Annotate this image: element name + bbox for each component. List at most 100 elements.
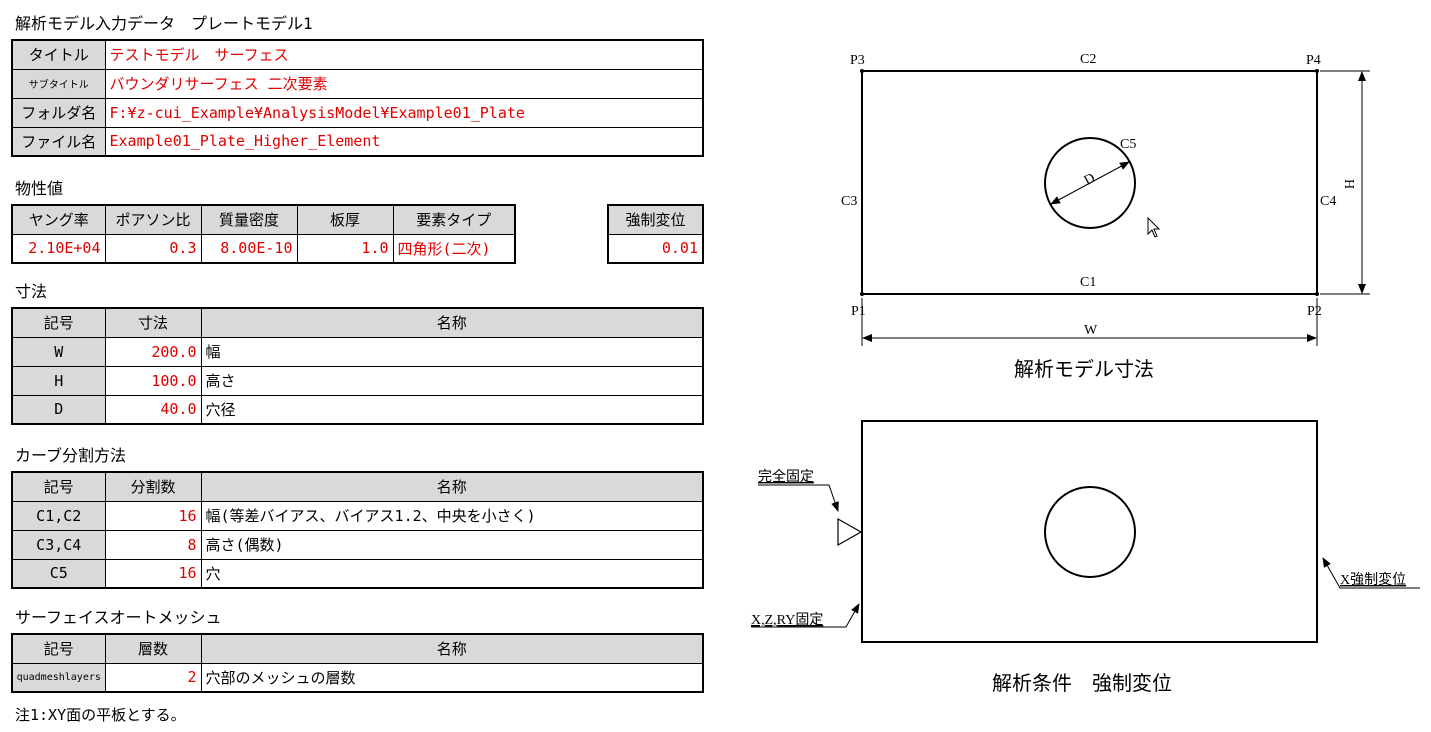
table-row: 0.01 <box>607 233 704 264</box>
column-header: 記号 <box>11 307 106 338</box>
table-row: 記号 層数 名称 <box>11 633 704 664</box>
value-cell: 四角形(二次) <box>392 233 516 264</box>
table-row: 2.10E+04 0.3 8.00E-10 1.0 四角形(二次) <box>11 233 516 264</box>
table-row: 記号 寸法 名称 <box>11 307 704 338</box>
section-title-props: 物性値 <box>15 179 64 198</box>
column-header: 名称 <box>200 471 704 502</box>
table-row: フォルダ名 F:¥z-cui_Example¥AnalysisModel¥Exa… <box>11 97 704 128</box>
value-cell: 8 <box>104 529 202 560</box>
info-label: ファイル名 <box>11 126 106 157</box>
column-header: 強制変位 <box>607 204 704 235</box>
dim-label-h: H <box>1341 179 1356 189</box>
column-header: ポアソン比 <box>104 204 202 235</box>
table-row: quadmeshlayers 2 穴部のメッシュの層数 <box>11 662 704 693</box>
analysis-condition-diagram: 完全固定 X,Z,RY固定 X強制変位 解析条件 強制変位 <box>751 420 1420 695</box>
curve-label: C4 <box>1320 194 1336 209</box>
column-header: 質量密度 <box>200 204 298 235</box>
symbol-cell: H <box>11 365 106 396</box>
fixed-support-icon <box>837 517 863 547</box>
section-title-mesh: サーフェイスオートメッシュ <box>15 608 222 627</box>
name-cell: 高さ(偶数) <box>200 529 704 560</box>
value-cell: 2 <box>104 662 202 693</box>
symbol-cell: C5 <box>11 558 106 589</box>
symbol-cell: D <box>11 394 106 425</box>
info-value: Example01_Plate_Higher_Element <box>104 126 704 157</box>
column-header: 分割数 <box>104 471 202 502</box>
point-label: P3 <box>850 53 865 68</box>
forced-disp-table: 強制変位 0.01 <box>607 204 704 264</box>
symbol-cell: C1,C2 <box>11 500 106 531</box>
table-row: W 200.0 幅 <box>11 336 704 367</box>
xz-fixed-label: X,Z,RY固定 <box>751 612 823 628</box>
column-header: 記号 <box>11 471 106 502</box>
diagram1-caption: 解析モデル寸法 <box>1014 358 1154 381</box>
curve-label: C1 <box>1080 275 1096 290</box>
diameter-arrow <box>1050 161 1130 205</box>
plate-outline <box>861 420 1318 643</box>
table-row: ヤング率 ポアソン比 質量密度 板厚 要素タイプ <box>11 204 516 235</box>
dims-table: 記号 寸法 名称 W 200.0 幅 H 100.0 高さ D 40.0 穴径 <box>11 307 704 425</box>
value-cell: 1.0 <box>296 233 394 264</box>
hole-circle <box>1044 486 1136 578</box>
name-cell: 幅(等差バイアス、バイアス1.2、中央を小さく) <box>200 500 704 531</box>
name-cell: 穴 <box>200 558 704 589</box>
point-label: P2 <box>1307 304 1322 319</box>
props-table: ヤング率 ポアソン比 質量密度 板厚 要素タイプ 2.10E+04 0.3 8.… <box>11 204 516 264</box>
column-header: 寸法 <box>104 307 202 338</box>
footnote: 注1:XY面の平板とする。 <box>15 706 186 724</box>
point-label: P4 <box>1306 53 1321 68</box>
info-value: バウンダリサーフェス 二次要素 <box>104 68 704 99</box>
symbol-cell: quadmeshlayers <box>11 662 106 693</box>
value-cell: 2.10E+04 <box>11 233 106 264</box>
fixed-label: 完全固定 <box>758 468 814 485</box>
name-cell: 穴部のメッシュの層数 <box>200 662 704 693</box>
column-header: 記号 <box>11 633 106 664</box>
hole-circle <box>1044 137 1136 229</box>
table-row: タイトル テストモデル サーフェス <box>11 39 704 70</box>
curve-label: C3 <box>841 194 857 209</box>
value-cell: 16 <box>104 558 202 589</box>
curve-label: C2 <box>1080 52 1096 67</box>
info-value: テストモデル サーフェス <box>104 39 704 70</box>
model-dimension-diagram: P3 P4 P1 P2 C2 C1 C3 C4 C5 D W H 解析モデル寸法 <box>841 52 1370 381</box>
column-header: 層数 <box>104 633 202 664</box>
value-cell: 100.0 <box>104 365 202 396</box>
value-cell: 40.0 <box>104 394 202 425</box>
table-row: 強制変位 <box>607 204 704 235</box>
table-row: ファイル名 Example01_Plate_Higher_Element <box>11 126 704 157</box>
section-title-dims: 寸法 <box>15 282 48 301</box>
name-cell: 穴径 <box>200 394 704 425</box>
table-row: C3,C4 8 高さ(偶数) <box>11 529 704 560</box>
name-cell: 幅 <box>200 336 704 367</box>
plate-outline <box>861 70 1318 295</box>
value-cell: 8.00E-10 <box>200 233 298 264</box>
mouse-cursor-icon <box>1147 216 1161 238</box>
value-cell: 200.0 <box>104 336 202 367</box>
table-row: C5 16 穴 <box>11 558 704 589</box>
value-cell: 16 <box>104 500 202 531</box>
page-title: 解析モデル入力データ プレートモデル1 <box>15 14 313 33</box>
diagram2-caption: 解析条件 強制変位 <box>992 672 1172 695</box>
value-cell: 0.3 <box>104 233 202 264</box>
symbol-cell: W <box>11 336 106 367</box>
column-header: ヤング率 <box>11 204 106 235</box>
table-row: サブタイトル バウンダリサーフェス 二次要素 <box>11 68 704 99</box>
table-row: H 100.0 高さ <box>11 365 704 396</box>
column-header: 板厚 <box>296 204 394 235</box>
table-row: 記号 分割数 名称 <box>11 471 704 502</box>
column-header: 名称 <box>200 307 704 338</box>
column-header: 名称 <box>200 633 704 664</box>
table-row: D 40.0 穴径 <box>11 394 704 425</box>
section-title-curves: カーブ分割方法 <box>15 446 127 465</box>
curve-label: C5 <box>1120 137 1136 152</box>
info-table: タイトル テストモデル サーフェス サブタイトル バウンダリサーフェス 二次要素… <box>11 39 704 157</box>
symbol-cell: C3,C4 <box>11 529 106 560</box>
info-value: F:¥z-cui_Example¥AnalysisModel¥Example01… <box>104 97 704 128</box>
forced-disp-label: X強制変位 <box>1340 571 1406 588</box>
info-label: サブタイトル <box>11 68 106 99</box>
info-label: フォルダ名 <box>11 97 106 128</box>
info-label: タイトル <box>11 39 106 70</box>
column-header: 要素タイプ <box>392 204 516 235</box>
table-row: C1,C2 16 幅(等差バイアス、バイアス1.2、中央を小さく) <box>11 500 704 531</box>
mesh-table: 記号 層数 名称 quadmeshlayers 2 穴部のメッシュの層数 <box>11 633 704 693</box>
